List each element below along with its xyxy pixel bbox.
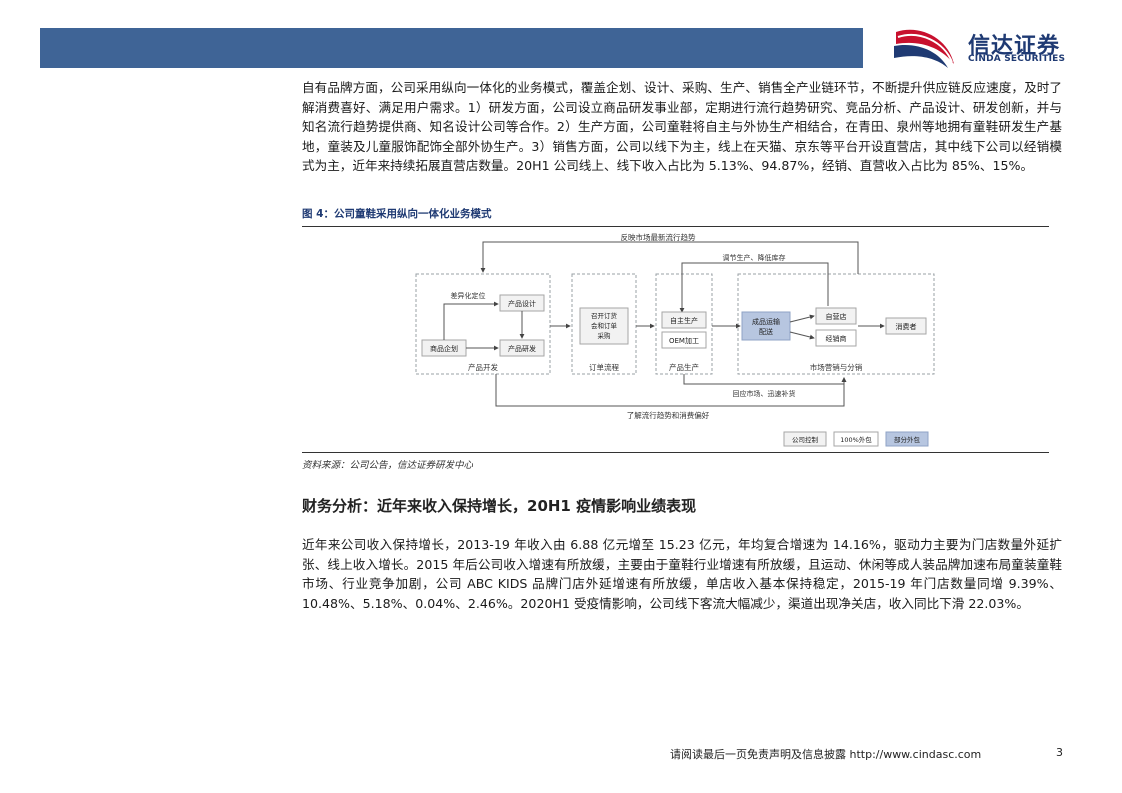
figure-source: 资料来源：公司公告，信达证券研发中心 <box>302 460 474 471</box>
node-oem: OEM加工 <box>669 336 699 345</box>
top-feedback-label: 反映市场最新流行趋势 <box>621 232 696 242</box>
figure-title: 图 4：公司童鞋采用纵向一体化业务模式 <box>302 208 492 220</box>
page-number: 3 <box>1056 746 1063 759</box>
group-prod-label: 产品生产 <box>669 362 699 372</box>
node-order-line1: 召开订货 <box>591 311 618 320</box>
group-order-label: 订单流程 <box>589 362 619 372</box>
group-prod-box <box>655 273 713 375</box>
group-order-box <box>571 273 637 375</box>
adjust-label: 调节生产、降低库存 <box>723 253 786 262</box>
node-logistics-line2: 配送 <box>759 327 773 336</box>
logistics-dealer-arrow <box>789 331 815 340</box>
group-market-label: 市场营销与分销 <box>810 362 863 372</box>
business-model-diagram: 产品开发 订单流程 产品生产 市场营销与分销 反映市场最新流行趋势 调节生产、降… <box>415 232 935 447</box>
legend-controlled: 公司控制 <box>792 435 819 444</box>
node-direct-box <box>815 307 857 325</box>
node-rd: 产品研发 <box>508 344 536 353</box>
bottom-mid-arrow <box>683 374 847 385</box>
node-design: 产品设计 <box>508 299 536 308</box>
node-self-prod-box <box>661 311 707 329</box>
bottom-low-label: 了解流行趋势和消费偏好 <box>627 410 710 420</box>
node-dealer: 经销商 <box>826 334 847 343</box>
section-heading: 财务分析：近年来收入保持增长，20H1 疫情影响业绩表现 <box>302 497 697 515</box>
body-paragraph-1: 自有品牌方面，公司采用纵向一体化的业务模式，覆盖企划、设计、采购、生产、销售全产… <box>302 80 1062 173</box>
cinda-logo-icon <box>894 29 954 68</box>
diff-label: 差异化定位 <box>451 291 486 300</box>
node-logistics-box <box>741 311 791 341</box>
diff-arrow <box>443 301 499 340</box>
node-dealer-box <box>815 329 857 347</box>
brand-logo: 信达证券 CINDA SECURITIES <box>890 24 1090 70</box>
node-direct: 自营店 <box>826 312 847 321</box>
node-order-box <box>579 307 629 345</box>
node-plan: 商品企划 <box>430 344 458 353</box>
legend-partial-swatch <box>885 431 929 447</box>
group-dev-box <box>415 273 551 375</box>
header-bar <box>40 28 863 68</box>
body-paragraph-2: 近年来公司收入保持增长，2013-19 年收入由 6.88 亿元增至 15.23… <box>302 537 1062 611</box>
legend-partial: 部分外包 <box>894 435 921 444</box>
group-dev-label: 产品开发 <box>468 362 498 372</box>
node-order-line2: 会和订单 <box>591 321 618 330</box>
node-rd-box <box>499 339 545 357</box>
node-logistics-line1: 成品运输 <box>752 317 780 326</box>
node-oem-box <box>661 331 707 349</box>
brand-name-cn: 信达证券 <box>968 34 1061 59</box>
adjust-arrow <box>679 262 829 313</box>
top-feedback-arrow <box>480 241 859 274</box>
legend-outsource-swatch <box>833 431 879 447</box>
node-consumer-box <box>885 317 927 335</box>
figure-top-rule <box>302 226 1049 227</box>
node-self-prod: 自主生产 <box>670 316 698 325</box>
legend-outsource: 100%外包 <box>840 435 872 444</box>
node-consumer: 消费者 <box>896 322 917 331</box>
bottom-low-arrow <box>495 374 847 407</box>
legend-controlled-swatch <box>783 431 827 447</box>
node-order-line3: 采购 <box>598 331 612 340</box>
figure-bottom-rule <box>302 452 1049 453</box>
footer-disclaimer: 请阅读最后一页免责声明及信息披露 http://www.cindasc.com <box>670 748 982 761</box>
logistics-direct-arrow <box>789 314 815 323</box>
brand-name-en: CINDA SECURITIES <box>968 54 1066 64</box>
bottom-mid-label: 回应市场、迅速补货 <box>733 389 796 398</box>
